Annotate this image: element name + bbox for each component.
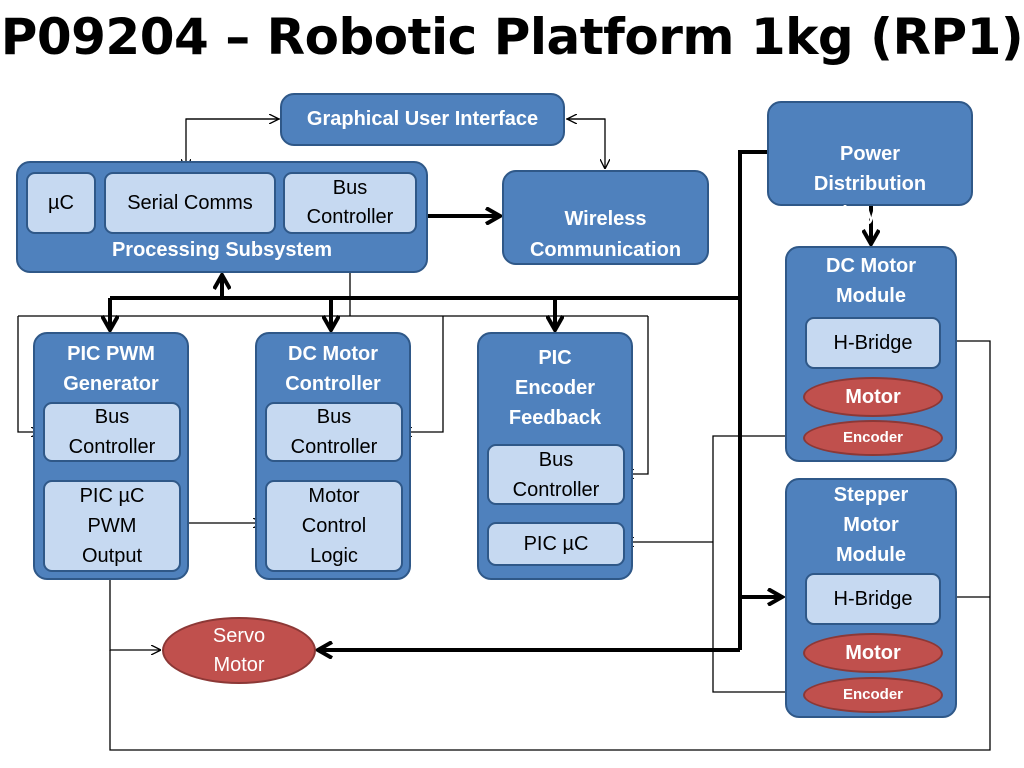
power-distribution-subsystem: Power Distribution Subsystem	[767, 101, 973, 225]
wireless-subsystem: Wireless Communication Subsystem	[502, 170, 709, 292]
servo-motor: Servo Motor	[162, 617, 316, 684]
pic-encoder-feedback: PIC Encoder Feedback Bus Controller PIC …	[477, 332, 633, 580]
gui-label: Graphical User Interface	[306, 108, 539, 130]
servo-label: Servo Motor	[212, 624, 266, 676]
wire-pwm-servo	[109, 578, 160, 650]
encoder-feedback-title: PIC Encoder Feedback	[508, 347, 602, 429]
stepper-module-encoder: Encoder	[803, 677, 943, 713]
wireless-label: Wireless Communication Subsystem	[529, 208, 682, 292]
stepper-module-h-bridge: H-Bridge	[805, 573, 941, 625]
gui-box: Graphical User Interface	[280, 93, 565, 146]
processing-label: Processing Subsystem	[111, 239, 333, 261]
processing-serial-comms: Serial Comms	[104, 172, 276, 234]
dc-module-title: DC Motor Module	[826, 255, 916, 307]
dc-module-encoder: Encoder	[803, 420, 943, 456]
stepper-module-motor: Motor	[803, 633, 943, 673]
dc-controller-title: DC Motor Controller	[285, 343, 381, 395]
pic-pwm-generator: PIC PWM Generator Bus Controller PIC µC …	[33, 332, 189, 580]
processing-bus-controller: Bus Controller	[283, 172, 417, 234]
pwm-output: PIC µC PWM Output	[43, 480, 181, 572]
wire-power-trunk	[738, 150, 767, 650]
page-title: P09204 – Robotic Platform 1kg (RP1)	[0, 8, 1024, 66]
motor-control-logic: Motor Control Logic	[265, 480, 403, 572]
wire-gui-wireless	[566, 118, 605, 168]
stepper-module-title: Stepper Motor Module	[833, 484, 909, 566]
dc-controller-bus-controller: Bus Controller	[265, 402, 403, 462]
dc-module-motor: Motor	[803, 377, 943, 417]
encoder-feedback-pic-uc: PIC µC	[487, 522, 625, 566]
pwm-title: PIC PWM Generator	[63, 343, 159, 395]
pwm-bus-controller: Bus Controller	[43, 402, 181, 462]
power-label: Power Distribution Subsystem	[813, 143, 927, 225]
encoder-feedback-bus-controller: Bus Controller	[487, 444, 625, 505]
dc-motor-controller: DC Motor Controller Bus Controller Motor…	[255, 332, 411, 580]
processing-subsystem: µC Serial Comms Bus Controller Processin…	[16, 161, 428, 273]
dc-motor-module: DC Motor Module H-Bridge Motor Encoder	[785, 246, 957, 462]
dc-module-h-bridge: H-Bridge	[805, 317, 941, 369]
stepper-motor-module: Stepper Motor Module H-Bridge Motor Enco…	[785, 478, 957, 718]
processing-uc: µC	[26, 172, 96, 234]
